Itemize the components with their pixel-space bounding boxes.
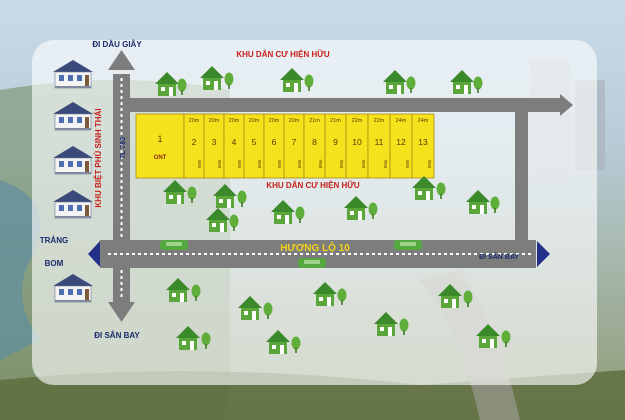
lot-number: 13 (418, 137, 428, 147)
lot-number: 8 (312, 137, 317, 147)
lot-width: 20m (229, 118, 240, 124)
road-east (515, 112, 528, 242)
lot-depth: 50m (361, 159, 366, 168)
lot-width: 24m (396, 118, 407, 124)
road-main-label: HƯƠNG LỘ 10 (280, 241, 350, 254)
lot-depth: 50m (217, 159, 222, 168)
label-south: ĐI SÂN BAY (94, 331, 140, 340)
lot-width: 20m (189, 118, 200, 124)
lot-number: 3 (212, 137, 217, 147)
lot-number: 7 (292, 137, 297, 147)
lot-number: 6 (272, 137, 277, 147)
arrow-west-icon (88, 241, 100, 267)
lot-depth: 50m (339, 159, 344, 168)
lot-number: 10 (352, 137, 362, 147)
lot-depth: 50m (277, 159, 282, 168)
lot-depth: 50m (383, 159, 388, 168)
lot-number: 11 (375, 137, 384, 147)
lot-number: 12 (396, 137, 406, 147)
road-top (128, 98, 560, 112)
lot-depth: 50m (297, 159, 302, 168)
lot-width: 20m (209, 118, 220, 124)
lot-number: 4 (232, 137, 237, 147)
arrow-east-icon (537, 241, 550, 267)
road-tl769-label: TL 769 (120, 137, 127, 159)
villa-area-label: KHU BIỆT PHỦ SINH THÁI (94, 108, 103, 207)
label-north: ĐI DẦU GIÂY (92, 39, 142, 49)
lot-width: 24m (418, 118, 429, 124)
lot-depth: 50m (257, 159, 262, 168)
label-west-line1: TRẢNG (40, 236, 68, 245)
lot-1 (135, 113, 185, 179)
lot-number: 5 (252, 137, 257, 147)
lot-width: 21m (309, 118, 320, 124)
lot-depth: 50m (237, 159, 242, 168)
lot-depth: 50m (405, 159, 410, 168)
label-east: ĐI SÂN BAY (479, 252, 519, 261)
lot-width: 20m (249, 118, 260, 124)
lot-depth: 50m (318, 159, 323, 168)
lot-width: 20m (289, 118, 300, 124)
lot-width: 22m (374, 118, 385, 124)
arrow-south-icon (108, 302, 135, 322)
residential-mid-label: KHU DÂN CƯ HIỆN HỮU (266, 181, 359, 190)
label-west-line2: BOM (45, 259, 64, 268)
residential-top-label: KHU DÂN CƯ HIỆN HỮU (236, 50, 329, 59)
lot-width: 22m (352, 118, 363, 124)
lot-width: 20m (269, 118, 280, 124)
lot-1-tag: ONT (154, 155, 167, 161)
lot-number: 9 (333, 137, 338, 147)
lot-number: 2 (192, 137, 197, 147)
arrow-north-icon (108, 50, 135, 70)
lot-width: 21m (330, 118, 341, 124)
lot-1-number: 1 (157, 134, 162, 144)
lot-depth: 50m (427, 159, 432, 168)
lot-depth: 50m (197, 159, 202, 168)
arrow-east-top-icon (560, 94, 573, 116)
